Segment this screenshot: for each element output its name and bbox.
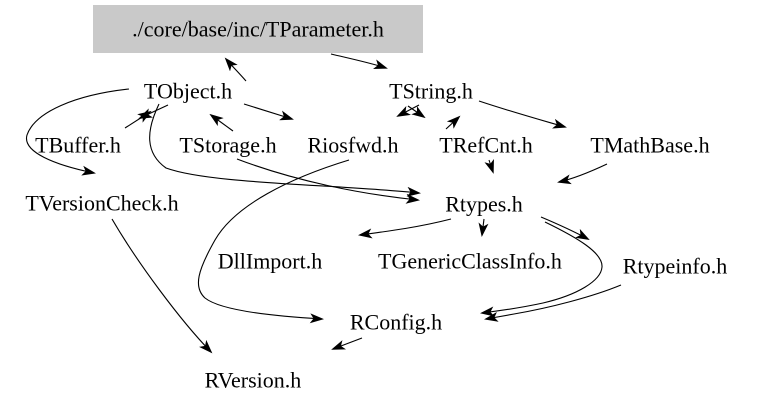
node-tstorage-h[interactable]: TStorage.h (179, 133, 276, 158)
node-tparameter-h[interactable]: ./core/base/inc/TParameter.h (93, 5, 423, 53)
node-label-trefcnt-h: TRefCnt.h (439, 133, 533, 158)
edge-tparameter-h-to-tstring-h (330, 53, 388, 69)
node-label-tversioncheck-h: TVersionCheck.h (25, 191, 178, 216)
node-tbuffer-h[interactable]: TBuffer.h (35, 133, 121, 158)
edge-tversioncheck-h-to-rversion-h (111, 218, 213, 354)
edge-tobject-h-to-tparameter-h (224, 57, 247, 82)
edge-trefcnt-h-to-tstring-h (445, 115, 461, 130)
node-label-tparameter-h: ./core/base/inc/TParameter.h (132, 17, 384, 42)
node-dllimport-h[interactable]: DllImport.h (218, 249, 323, 274)
node-tstring-h[interactable]: TString.h (389, 79, 473, 104)
node-label-tstring-h: TString.h (389, 79, 473, 104)
node-tmathbase-h[interactable]: TMathBase.h (590, 133, 709, 158)
edge-rtypes-h-to-tgenericclassinfo-h (478, 218, 489, 237)
edge-tobject-h-to-rtypes-h (149, 103, 421, 197)
edge-trefcnt-h-to-rtypes-h (484, 159, 494, 174)
node-tversioncheck-h[interactable]: TVersionCheck.h (25, 191, 178, 216)
edge-tstorage-h-to-rtypes-h (236, 158, 420, 204)
node-rconfig-h[interactable]: RConfig.h (350, 310, 442, 335)
edge-tobject-h-to-riosfwd-h (243, 103, 294, 121)
edge-tobject-h-to-tversioncheck-h (26, 88, 130, 176)
node-riosfwd-h[interactable]: Riosfwd.h (307, 133, 398, 158)
edge-tstring-h-to-tmathbase-h (478, 100, 567, 129)
highlight-box-tparameter-h (93, 5, 423, 53)
edge-riosfwd-h-to-rconfig-h (197, 159, 350, 324)
node-rtypeinfo-h[interactable]: Rtypeinfo.h (623, 254, 728, 279)
node-label-riosfwd-h: Riosfwd.h (307, 133, 398, 158)
node-label-tbuffer-h: TBuffer.h (35, 133, 121, 158)
node-label-rversion-h: RVersion.h (205, 368, 302, 393)
node-label-tstorage-h: TStorage.h (179, 133, 276, 158)
edge-tmathbase-h-to-rtypes-h (557, 163, 608, 185)
node-label-rtypes-h: Rtypes.h (445, 192, 523, 217)
node-label-dllimport-h: DllImport.h (218, 249, 323, 274)
node-label-tgenericclassinfo-h: TGenericClassInfo.h (378, 249, 562, 274)
edge-rconfig-h-to-rversion-h (331, 337, 363, 350)
node-trefcnt-h[interactable]: TRefCnt.h (439, 133, 533, 158)
edge-rtypes-h-to-dllimport-h (358, 218, 452, 239)
node-rversion-h[interactable]: RVersion.h (205, 368, 302, 393)
node-label-rconfig-h: RConfig.h (350, 310, 442, 335)
node-tobject-h[interactable]: TObject.h (144, 79, 232, 104)
edge-rtypeinfo-h-to-rconfig-h (484, 284, 622, 322)
node-rtypes-h[interactable]: Rtypes.h (445, 192, 523, 217)
edge-rtypes-h-to-rtypeinfo-h (540, 216, 590, 240)
edge-tbuffer-h-to-tobject-h (124, 110, 152, 129)
node-label-tmathbase-h: TMathBase.h (590, 133, 709, 158)
node-label-rtypeinfo-h: Rtypeinfo.h (623, 254, 728, 279)
edge-tstring-h-to-trefcnt-h (407, 105, 426, 119)
node-label-tobject-h: TObject.h (144, 79, 232, 104)
edge-rtypes-h-to-rconfig-h (480, 221, 603, 317)
node-tgenericclassinfo-h[interactable]: TGenericClassInfo.h (378, 249, 562, 274)
edge-tstorage-h-to-tobject-h (209, 113, 234, 132)
